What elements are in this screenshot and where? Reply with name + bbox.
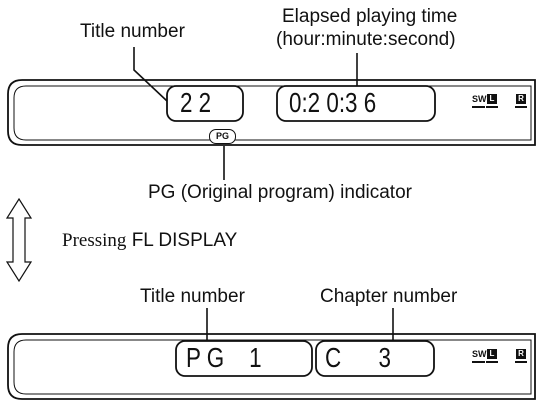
bottom-title-text: P G 1 (186, 342, 262, 373)
bottom-display-bezel (13, 339, 532, 395)
bottom-chapter-box (315, 340, 435, 377)
top-time-digits: 0:2 0:3 6 (289, 87, 377, 118)
pg-indicator-badge: PG (209, 129, 236, 144)
top-title-digits: 2 2 (180, 87, 212, 118)
bottom-l-underline (486, 361, 498, 363)
callout-bottom-title-number: Title number (140, 286, 245, 307)
leader-title-number (133, 47, 168, 102)
top-display-bezel (13, 85, 532, 141)
bottom-chapter-text: C 3 (325, 342, 391, 373)
bottom-sw-indicator: SW (472, 349, 487, 359)
bottom-r-indicator: R (516, 349, 526, 359)
fl-display-button-label: FL DISPLAY (131, 230, 238, 251)
bottom-l-indicator: L (487, 349, 497, 359)
top-r-indicator: R (516, 94, 526, 104)
top-time-box (276, 85, 436, 122)
top-display-frame (7, 79, 536, 146)
bottom-title-box (175, 340, 313, 377)
double-arrow-icon (5, 197, 33, 283)
toggle-prefix: Pressing (62, 230, 127, 251)
callout-chapter-number: Chapter number (320, 286, 458, 307)
callout-elapsed-line1: Elapsed playing time (282, 6, 458, 27)
top-r-underline (515, 106, 527, 108)
callout-title-number: Title number (80, 21, 185, 42)
callout-elapsed-line2: (hour:minute:second) (276, 29, 456, 50)
bottom-r-underline (515, 361, 527, 363)
top-l-indicator: L (487, 94, 497, 104)
toggle-instruction: Pressing FL DISPLAY (62, 231, 237, 250)
bottom-sw-underline (472, 361, 485, 363)
top-sw-underline (472, 106, 485, 108)
callout-pg-indicator: PG (Original program) indicator (148, 182, 412, 203)
top-l-underline (486, 106, 498, 108)
top-title-box (166, 85, 244, 122)
bottom-display-frame (7, 333, 536, 400)
top-sw-indicator: SW (472, 94, 487, 104)
